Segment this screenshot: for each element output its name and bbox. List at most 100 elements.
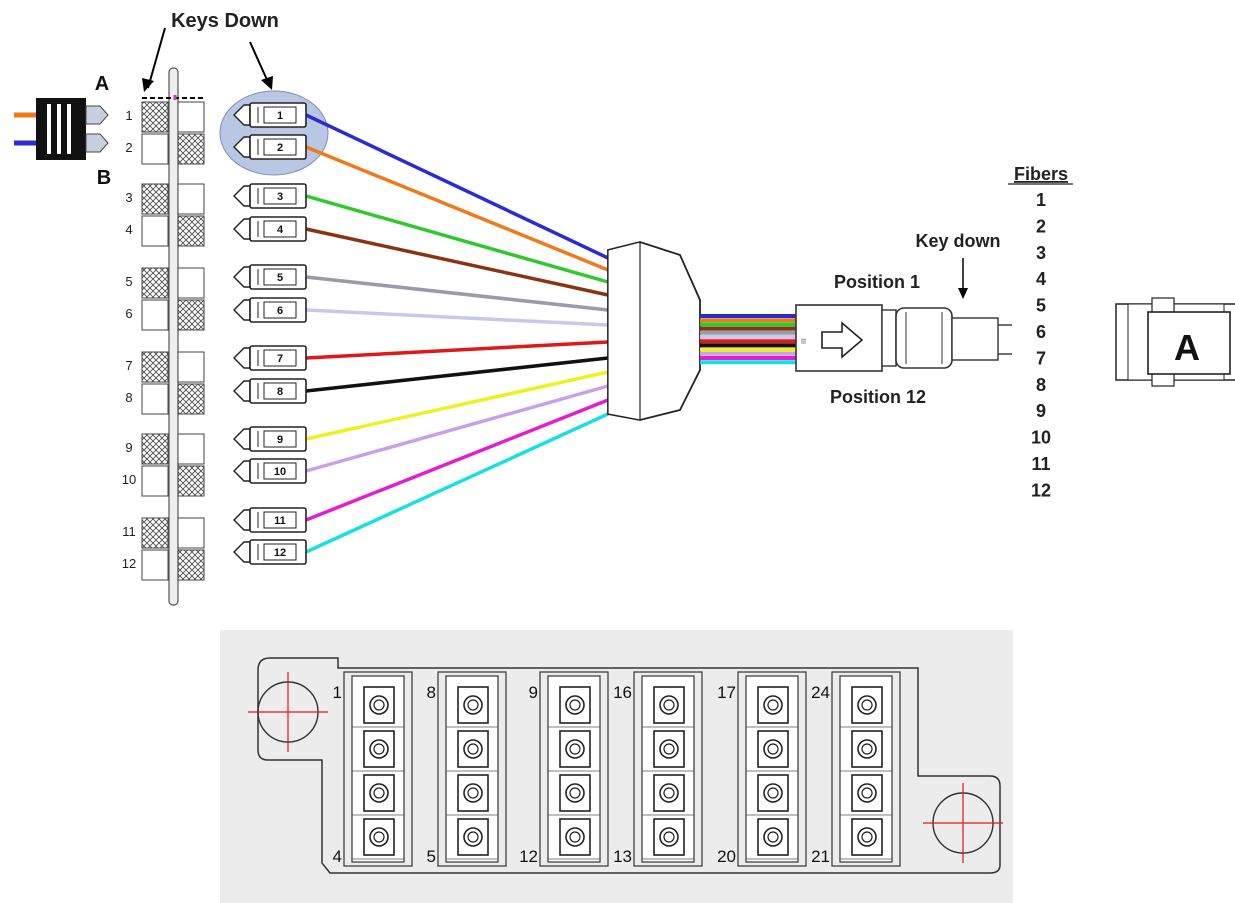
fiber-line <box>305 412 609 554</box>
mount-hole-left <box>248 672 328 752</box>
arrowhead-left <box>142 78 154 92</box>
fiber-number: 10 <box>1031 428 1051 448</box>
fiber-number: 12 <box>1031 480 1051 500</box>
fanout-body-shade <box>607 241 641 421</box>
panel-outline <box>257 657 1001 874</box>
cassette-port: 2 <box>125 133 205 165</box>
panel-label-bottom: 4 <box>333 847 342 866</box>
pigtail-connector: 10 <box>233 458 307 484</box>
panel-adapter-block: 24 21 <box>811 671 901 867</box>
cassette-port: 11 <box>122 517 205 549</box>
fiber-number: 7 <box>1036 348 1046 368</box>
adapter-a-icon <box>1115 297 1235 387</box>
arrowhead-right <box>261 76 273 90</box>
cassette-port: 8 <box>125 383 205 415</box>
pigtail-connector: 7 <box>233 345 307 371</box>
pigtail-connector: 8 <box>233 378 307 404</box>
panel-adapter-block: 9 12 <box>519 671 609 867</box>
cassette-port-number: 4 <box>125 222 132 237</box>
fiber-line <box>305 340 609 360</box>
panel-label-top: 16 <box>613 683 632 702</box>
panel-port <box>559 686 591 724</box>
mount-hole-right <box>923 783 1003 863</box>
pigtail-port-number: 11 <box>274 515 286 527</box>
side-a-label: A <box>95 73 109 95</box>
pigtail-port-number: 1 <box>277 110 283 122</box>
panel-label-top: 1 <box>333 683 342 702</box>
pigtail-port-number: 3 <box>277 191 283 203</box>
panel-label-top: 8 <box>427 683 436 702</box>
position-1-label: Position 1 <box>834 272 920 292</box>
fiber-line <box>305 370 609 441</box>
keys-down-arrow-right <box>249 41 269 83</box>
cassette-port: 3 <box>125 183 205 215</box>
adapter-letter: A <box>1174 327 1200 368</box>
fiber-number: 4 <box>1036 269 1046 289</box>
cassette-adapter-column <box>142 67 206 606</box>
fiber-number: 9 <box>1036 401 1046 421</box>
panel-label-top: 9 <box>529 683 538 702</box>
pigtail-port-number: 9 <box>277 434 283 446</box>
panel-label-bottom: 20 <box>717 847 736 866</box>
panel-label-bottom: 12 <box>519 847 538 866</box>
panel-label-top: 24 <box>811 683 830 702</box>
fiber-number: 5 <box>1036 296 1046 316</box>
cassette-port-number: 8 <box>125 390 132 405</box>
fiber-number: 3 <box>1036 243 1046 263</box>
panel-port <box>457 774 489 812</box>
cassette-port-number: 5 <box>125 274 132 289</box>
position-12-label: Position 12 <box>830 387 926 407</box>
pigtail-connector: 3 <box>233 183 307 209</box>
panel-label-top: 17 <box>717 683 736 702</box>
cassette-port: 12 <box>122 549 205 581</box>
cassette-port-number: 2 <box>125 140 132 155</box>
pigtail-connector: 12 <box>233 539 307 565</box>
panel-label-bottom: 5 <box>427 847 436 866</box>
fiber-number: 1 <box>1036 190 1046 210</box>
fibers-header: Fibers <box>1014 164 1068 184</box>
pigtail-port-number: 12 <box>274 547 286 559</box>
fiber-number: 2 <box>1036 216 1046 236</box>
duplex-connector-icon <box>14 98 109 160</box>
panel-label-bottom: 21 <box>811 847 830 866</box>
pigtail-port-number: 6 <box>277 305 283 317</box>
cassette-port: 10 <box>122 465 205 497</box>
pigtail-connector: 4 <box>233 216 307 242</box>
fiber-number: 8 <box>1036 375 1046 395</box>
cassette-port-number: 9 <box>125 440 132 455</box>
fiber-number: 11 <box>1031 454 1050 474</box>
pigtail-port-number: 10 <box>274 466 286 478</box>
cassette-port-number: 12 <box>122 556 136 571</box>
fiber-line <box>305 308 609 327</box>
fiber-number: 6 <box>1036 322 1046 342</box>
cassette-port: 4 <box>125 215 205 247</box>
fiber-line <box>305 398 609 522</box>
key-down-label: Key down <box>915 231 1000 251</box>
cassette-port-number: 11 <box>122 524 136 539</box>
pigtail-port-number: 4 <box>277 224 284 236</box>
fiber-line <box>305 384 609 473</box>
cassette-port: 6 <box>125 299 205 331</box>
panel-adapter-block: 14 <box>333 671 413 867</box>
side-b-label: B <box>97 167 111 189</box>
cassette-port-number: 3 <box>125 190 132 205</box>
pigtail-port-number: 8 <box>277 386 283 398</box>
fiber-line <box>305 145 609 272</box>
pigtail-connector: 2 <box>233 134 307 160</box>
panel-port <box>851 730 883 768</box>
pigtail-port-number: 2 <box>277 142 283 154</box>
fiber-line <box>305 275 609 312</box>
keys-down-label: Keys Down <box>171 10 279 32</box>
pigtail-port-number: 5 <box>277 272 283 284</box>
pigtail-connector: 6 <box>233 297 307 323</box>
svg-text:III: III <box>801 338 808 344</box>
mpo-connector: III <box>795 304 1012 372</box>
cassette-port: 7 <box>125 351 205 383</box>
cassette-port: 5 <box>125 267 205 299</box>
cassette-port-number: 1 <box>125 108 132 123</box>
panel-adapter-block: 85 <box>427 671 507 867</box>
fiber-line <box>305 227 609 297</box>
